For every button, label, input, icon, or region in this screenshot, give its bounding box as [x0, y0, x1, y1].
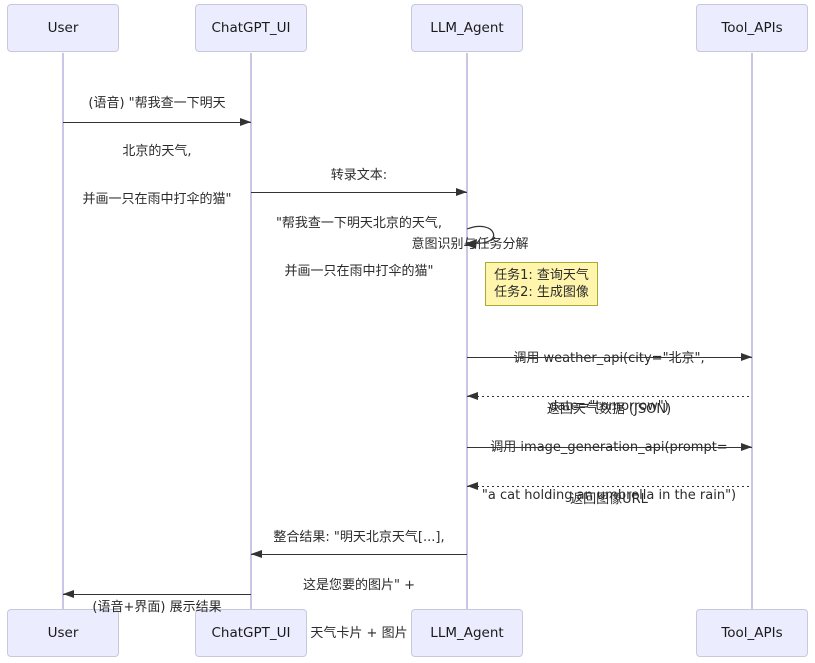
- actor-label: Tool_APIs: [721, 20, 783, 36]
- message-label-integrated-result: 整合结果: "明天北京天气[...], 这是您要的图片" + 天气卡片 + 图片: [273, 530, 445, 641]
- arrowhead-icon: [741, 353, 752, 361]
- arrowhead-icon: [63, 590, 74, 598]
- actor-tool-apis-top: Tool_APIs: [696, 4, 808, 52]
- message-label-voice-request: (语音) "帮我查一下明天 北京的天气, 并画一只在雨中打伞的猫": [82, 96, 232, 207]
- actor-llm-agent-bottom: LLM_Agent: [411, 609, 523, 657]
- arrowhead-icon: [741, 443, 752, 451]
- message-label-display-result: (语音+界面) 展示结果: [92, 600, 222, 615]
- actor-label: LLM_Agent: [430, 625, 504, 641]
- message-arrow: [251, 192, 467, 193]
- arrowhead-icon: [251, 550, 262, 558]
- message-arrow-dashed: [467, 486, 752, 487]
- actor-label: User: [47, 625, 79, 641]
- message-arrow-dashed: [467, 396, 752, 397]
- lifeline-user: [62, 53, 64, 609]
- arrowhead-icon: [467, 482, 478, 490]
- arrowhead-icon: [456, 188, 467, 196]
- actor-label: User: [47, 20, 79, 36]
- lifeline-tool-apis: [751, 53, 753, 609]
- actor-label: LLM_Agent: [430, 20, 504, 36]
- message-arrow: [63, 594, 251, 595]
- message-label-weather-data-return: 返回天气数据 (JSON): [546, 402, 672, 417]
- message-label-image-url-return: 返回图像URL: [570, 492, 648, 507]
- arrowhead-icon: [240, 118, 251, 126]
- lifeline-chatgpt-ui: [250, 53, 252, 609]
- actor-chatgpt-ui-top: ChatGPT_UI: [195, 4, 307, 52]
- message-arrow: [251, 554, 467, 555]
- actor-user-bottom: User: [7, 609, 119, 657]
- arrowhead-icon: [467, 392, 478, 400]
- self-loop-arrow-icon: [464, 225, 495, 249]
- actor-user-top: User: [7, 4, 119, 52]
- actor-tool-apis-bottom: Tool_APIs: [696, 609, 808, 657]
- message-arrow: [467, 447, 752, 448]
- message-label-transcription: 转录文本: "帮我查一下明天北京的天气, 并画一只在雨中打伞的猫": [275, 168, 443, 279]
- actor-label: ChatGPT_UI: [211, 625, 291, 641]
- actor-label: ChatGPT_UI: [211, 20, 291, 36]
- actor-llm-agent-top: LLM_Agent: [411, 4, 523, 52]
- message-arrow: [63, 122, 251, 123]
- note-tasks: 任务1: 查询天气 任务2: 生成图像: [485, 262, 598, 306]
- lifeline-llm-agent: [466, 53, 468, 609]
- actor-chatgpt-ui-bottom: ChatGPT_UI: [195, 609, 307, 657]
- message-label-weather-api-call: 调用 weather_api(city="北京", date="tomorrow…: [513, 351, 705, 414]
- message-arrow: [467, 357, 752, 358]
- actor-label: Tool_APIs: [721, 625, 783, 641]
